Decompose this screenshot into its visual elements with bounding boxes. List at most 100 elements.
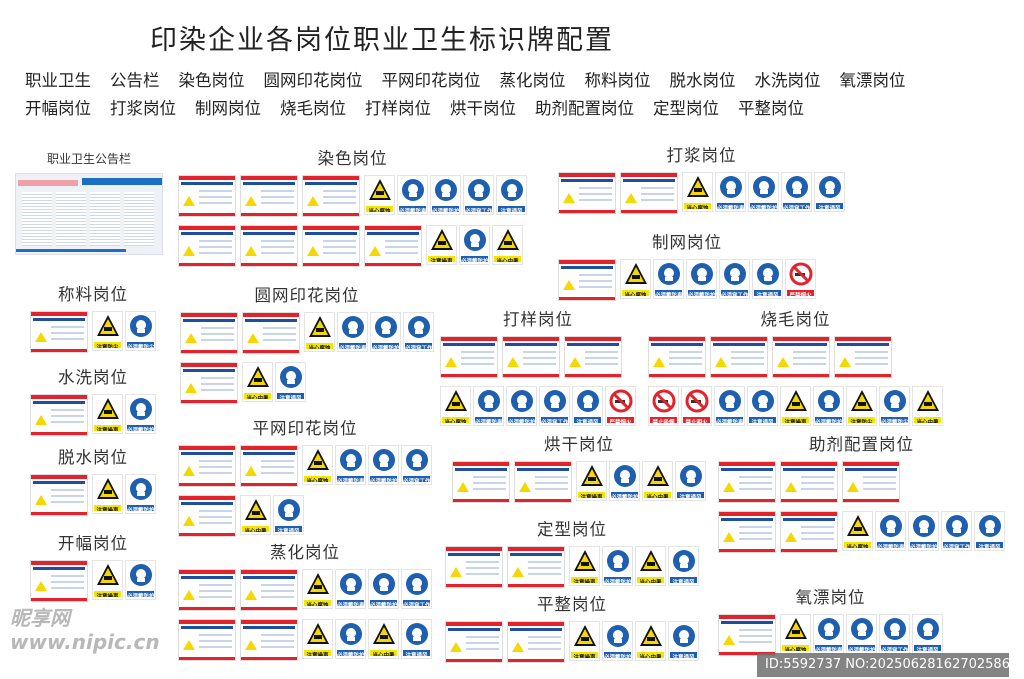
sign-row: 禁止吸烟禁止明火必须戴防毒面具注意通风注意噪声必须戴防护耳罩注意防尘必须戴防尘口… bbox=[648, 386, 943, 426]
warning-triangle-icon bbox=[512, 567, 524, 577]
safety-sign: 必须戴防尘口罩 bbox=[879, 386, 910, 426]
sign-label: 当心腐蚀 bbox=[306, 343, 333, 349]
sign-row: 当心中暑注意通风 bbox=[180, 362, 306, 404]
position-section: 烘干岗位注意噪声必须戴防护耳罩当心中暑注意通风 bbox=[452, 431, 706, 511]
safety-sign: 必须戴防毒面具 bbox=[875, 511, 906, 551]
safety-sign: 当心中暑 bbox=[635, 546, 666, 586]
safety-sign: 必须穿工作服 bbox=[539, 386, 570, 426]
position-list-item: 圆网印花岗位 bbox=[263, 71, 363, 90]
position-list-item: 蒸化岗位 bbox=[499, 71, 566, 90]
warning-triangle-icon bbox=[839, 357, 851, 367]
heatstroke-warning-icon bbox=[916, 389, 940, 417]
ventilation-fan-icon bbox=[279, 365, 303, 393]
section-title: 蒸化岗位 bbox=[270, 543, 340, 562]
sign-label: 当心腐蚀 bbox=[366, 206, 393, 212]
sign-label: 必须戴防护手套 bbox=[508, 417, 535, 423]
safety-sign: 必须穿工作服 bbox=[401, 445, 432, 485]
safety-sign: 当心腐蚀 bbox=[620, 259, 651, 299]
board-column bbox=[56, 192, 86, 246]
sign-label: 注意通风 bbox=[574, 417, 601, 423]
heatstroke-warning-icon bbox=[244, 498, 268, 526]
sign-label: 注意噪声 bbox=[304, 650, 331, 656]
ventilation-fan-icon bbox=[679, 464, 703, 492]
safety-sign: 必须戴防毒面具 bbox=[715, 172, 746, 212]
safety-sign: 必须戴防护耳罩 bbox=[602, 621, 633, 661]
safety-sign: 必须穿工作服 bbox=[401, 569, 432, 609]
warning-triangle-icon bbox=[569, 357, 581, 367]
safety-sign: 注意通风 bbox=[668, 621, 699, 661]
safety-sign: 当心腐蚀 bbox=[304, 312, 335, 352]
position-list-item: 水洗岗位 bbox=[754, 71, 821, 90]
safety-sign: 当心中暑 bbox=[368, 619, 399, 659]
sign-label: 注意噪声 bbox=[428, 256, 455, 262]
position-list-item: 称料岗位 bbox=[584, 71, 651, 90]
corrosion-warning-icon bbox=[368, 178, 392, 206]
position-list-item: 烧毛岗位 bbox=[280, 99, 346, 118]
section-title: 平整岗位 bbox=[537, 595, 607, 614]
warning-triangle-icon bbox=[369, 246, 381, 256]
warning-triangle-icon bbox=[245, 246, 257, 256]
occupational-hazard-info-card bbox=[780, 511, 838, 553]
safety-sign: 必须戴防毒面具 bbox=[714, 386, 745, 426]
sign-label: 注意噪声 bbox=[94, 425, 121, 431]
sign-label: 注意通风 bbox=[976, 542, 1003, 548]
safety-sign: 必须戴防护耳罩 bbox=[609, 461, 640, 501]
sign-label: 必须穿工作服 bbox=[405, 343, 432, 349]
occupational-hazard-info-card bbox=[302, 225, 360, 267]
sign-label: 必须穿工作服 bbox=[721, 290, 748, 296]
position-list-item: 定型岗位 bbox=[653, 99, 719, 118]
gloves-icon bbox=[510, 389, 534, 417]
safety-sign: 必须戴防毒面具 bbox=[653, 259, 684, 299]
safety-sign: 必须穿工作服 bbox=[879, 614, 910, 654]
board-header-red bbox=[18, 180, 78, 186]
safety-sign: 必须穿工作服 bbox=[941, 511, 972, 551]
sign-label: 注意通风 bbox=[277, 393, 304, 399]
heatstroke-warning-icon bbox=[246, 365, 270, 393]
sign-label: 注意噪声 bbox=[571, 577, 598, 583]
ear-muffs-icon bbox=[463, 228, 487, 256]
heatstroke-warning-icon bbox=[639, 549, 663, 577]
warning-triangle-icon bbox=[715, 357, 727, 367]
warning-triangle-icon bbox=[183, 590, 195, 600]
corrosion-warning-icon bbox=[686, 175, 710, 203]
sign-row: 注意噪声必须戴防护耳罩当心中暑注意通风 bbox=[452, 461, 706, 503]
corrosion-warning-icon bbox=[624, 262, 648, 290]
occupational-hazard-info-card bbox=[30, 311, 88, 353]
sign-label: 当心中暑 bbox=[242, 526, 269, 532]
sign-label: 必须戴防护耳罩 bbox=[611, 492, 638, 498]
safety-sign: 必须戴防毒面具 bbox=[335, 569, 366, 609]
noise-warning-icon bbox=[430, 228, 454, 256]
warning-triangle-icon bbox=[785, 532, 797, 542]
position-section: 打浆岗位当心腐蚀必须戴防毒面具必须戴防护手套必须穿工作服注意通风 bbox=[558, 142, 845, 222]
ear-muffs-icon bbox=[339, 622, 363, 650]
position-section: 氧漂岗位当心腐蚀必须戴防毒面具必须戴防护手套必须穿工作服注意通风 bbox=[718, 584, 943, 664]
position-section: 助剂配置岗位当心腐蚀必须戴防毒面具必须戴防护手套必须穿工作服注意通风 bbox=[718, 431, 1005, 561]
safety-sign: 当心中暑 bbox=[492, 225, 523, 265]
safety-sign: 注意噪声 bbox=[92, 474, 123, 514]
warning-triangle-icon bbox=[507, 357, 519, 367]
gas-mask-icon bbox=[817, 617, 841, 645]
ventilation-fan-icon bbox=[576, 389, 600, 417]
position-section: 定型岗位注意噪声必须戴防护耳罩当心中暑注意通风 bbox=[445, 516, 699, 596]
sign-label: 必须戴防毒面具 bbox=[655, 290, 682, 296]
gloves-icon bbox=[434, 178, 458, 206]
warning-triangle-icon bbox=[185, 333, 197, 343]
sign-label: 必须穿工作服 bbox=[403, 476, 430, 482]
sign-label: 必须戴防护手套 bbox=[370, 476, 397, 482]
sign-row: 注意噪声必须戴防护耳罩 bbox=[30, 560, 156, 602]
work-clothes-icon bbox=[407, 315, 431, 343]
occupational-hazard-info-card bbox=[240, 445, 298, 487]
occupational-hazard-info-card bbox=[178, 569, 236, 611]
safety-sign: 注意通风 bbox=[273, 495, 304, 535]
occupational-hazard-info-card bbox=[302, 175, 360, 217]
sign-label: 必须戴防护手套 bbox=[370, 600, 397, 606]
safety-sign: 注意噪声 bbox=[569, 546, 600, 586]
section-title: 水洗岗位 bbox=[58, 368, 128, 387]
safety-sign: 注意噪声 bbox=[302, 619, 333, 659]
board-column bbox=[124, 192, 154, 246]
sign-row: 当心腐蚀必须戴防毒面具必须戴防护手套必须穿工作服注意通风 bbox=[558, 172, 845, 214]
gas-mask-icon bbox=[879, 514, 903, 542]
warning-triangle-icon bbox=[35, 581, 47, 591]
safety-sign: 当心中暑 bbox=[912, 386, 943, 426]
safety-sign: 必须戴防护耳罩 bbox=[602, 546, 633, 586]
